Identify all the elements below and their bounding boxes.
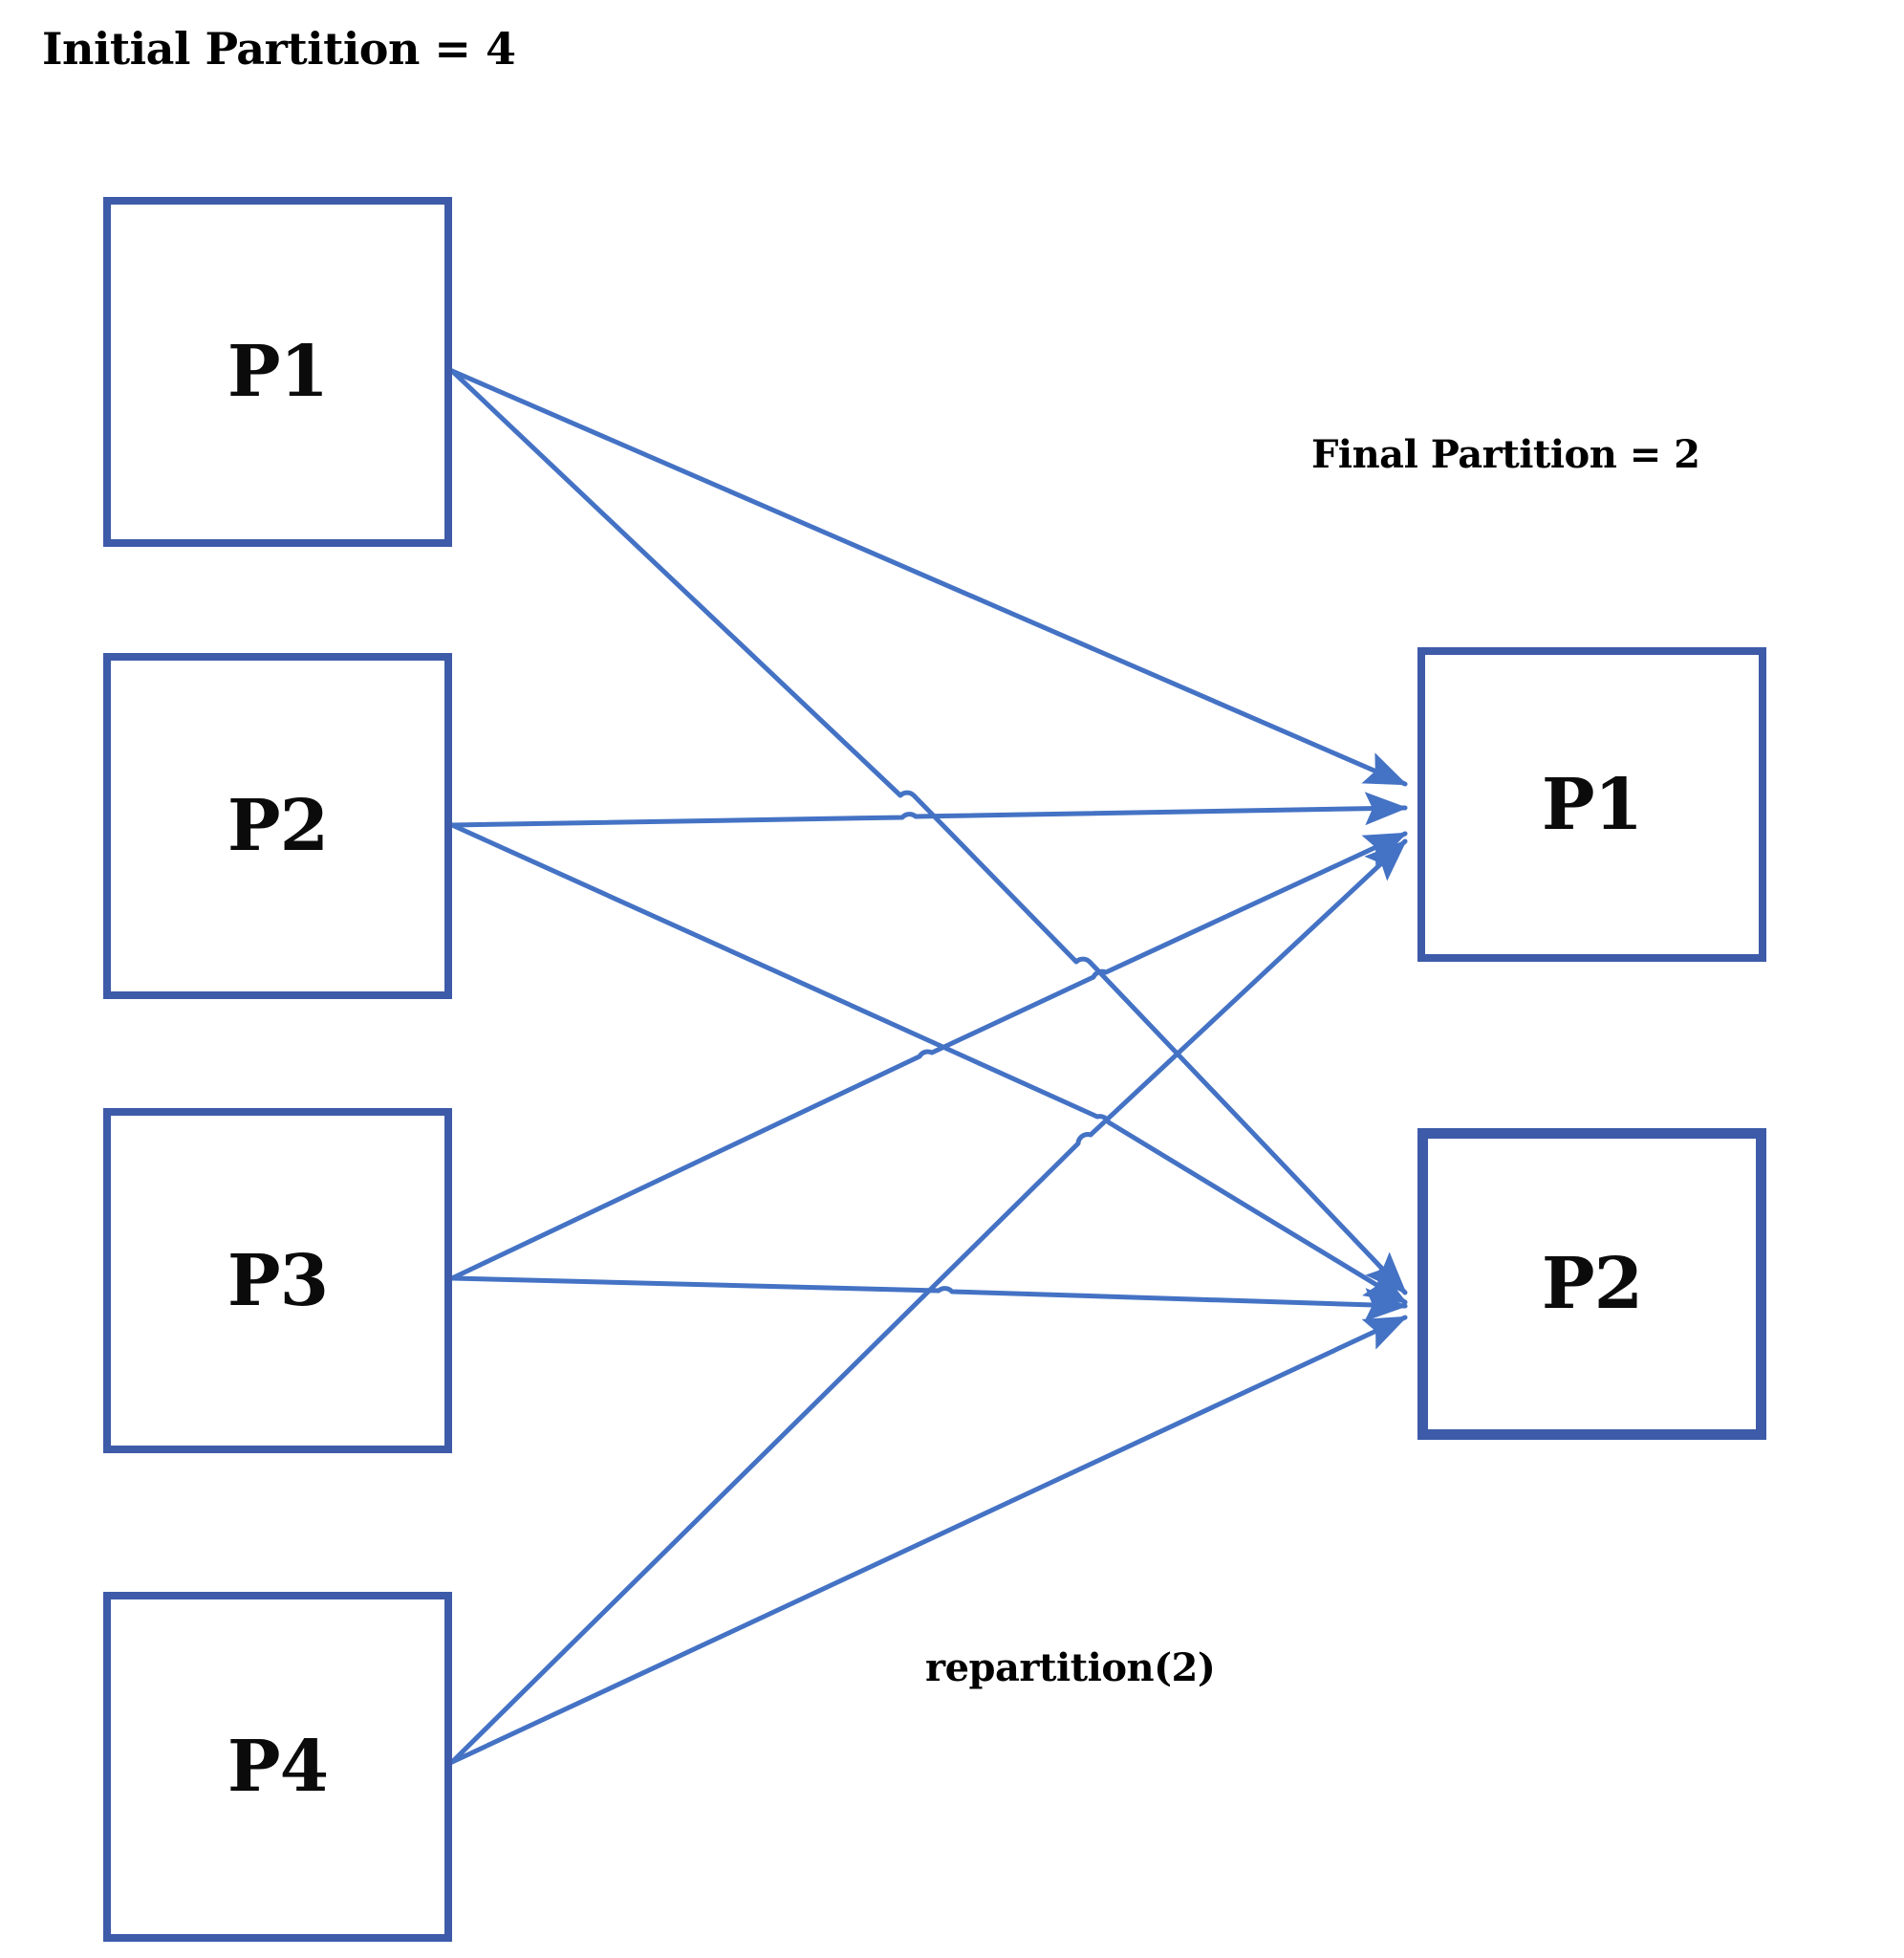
edge-src-p4-to-dst-p1 [449, 838, 1408, 1765]
repartition-operation-label: repartition(2) [925, 1645, 1216, 1690]
source-partition-label-p2: P2 [227, 785, 329, 867]
final-partition-title: Final Partition = 2 [1311, 432, 1700, 477]
source-partition-box-p3[interactable]: P3 [103, 1108, 452, 1453]
target-partition-box-p2[interactable]: P2 [1417, 1128, 1766, 1440]
source-partition-box-p1[interactable]: P1 [103, 197, 452, 547]
target-partition-box-p1[interactable]: P1 [1417, 647, 1766, 962]
source-partition-label-p4: P4 [227, 1726, 329, 1808]
source-partition-box-p4[interactable]: P4 [103, 1592, 452, 1942]
edge-src-p1-to-dst-p1 [449, 368, 1408, 787]
initial-partition-title: Initial Partition = 4 [42, 23, 516, 75]
edge-src-p3-to-dst-p2 [449, 1275, 1408, 1322]
edge-src-p2-to-dst-p1 [449, 792, 1408, 828]
edge-src-p4-to-dst-p2 [449, 1315, 1408, 1765]
edge-src-p1-to-dst-p2 [449, 368, 1408, 1295]
edge-src-p2-to-dst-p2 [449, 822, 1408, 1305]
source-partition-box-p2[interactable]: P2 [103, 653, 452, 999]
target-partition-label-p2: P2 [1541, 1243, 1643, 1325]
source-partition-label-p1: P1 [227, 331, 329, 413]
target-partition-label-p1: P1 [1541, 763, 1643, 846]
source-partition-label-p3: P3 [227, 1239, 329, 1322]
edge-src-p3-to-dst-p1 [449, 831, 1408, 1281]
